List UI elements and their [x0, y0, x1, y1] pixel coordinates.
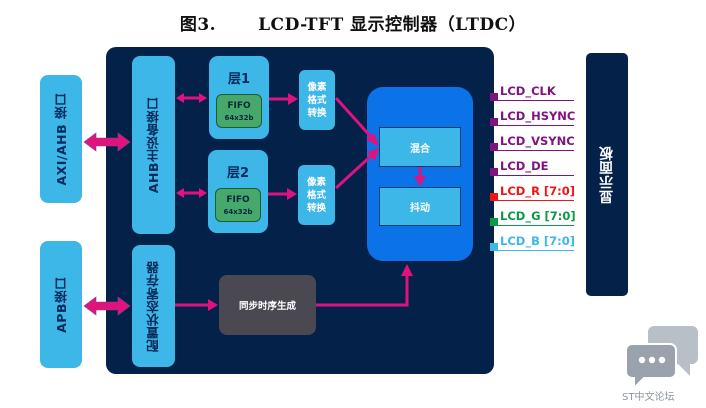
layer-2-block: 层2 FIFO 64x32b — [208, 150, 268, 233]
layer-1-fifo: FIFO 64x32b — [216, 94, 262, 128]
ahb-master-interface-block: AHB主设备接口 — [132, 56, 175, 234]
pfc-line: 像素 — [307, 81, 327, 93]
signal-label: LCD_CLK — [500, 84, 556, 98]
pixel-format-converter-2: 像素 格式 转换 — [298, 165, 335, 225]
apb-interface-block: APB接口 — [40, 241, 82, 368]
signal-label: LCD_VSYNC — [500, 134, 575, 148]
pfc-line: 转换 — [307, 107, 327, 119]
apb-bidirectional-arrow — [83, 296, 131, 316]
signal-line — [496, 200, 574, 201]
signal-lcd-hsync: LCD_HSYNC — [490, 109, 576, 126]
signal-line — [496, 150, 574, 151]
blending-label: 混合 — [410, 143, 430, 155]
figure-label: 图3. — [179, 15, 217, 35]
layer-1-block: 层1 FIFO 64x32b — [209, 56, 269, 139]
figure-title: 图3. LCD-TFT 显示控制器（LTDC） — [0, 10, 706, 35]
pfc-line: 像素 — [306, 176, 326, 188]
blending-block: 混合 — [379, 127, 461, 167]
pixel-format-converter-1: 像素 格式 转换 — [299, 70, 335, 130]
ahb-layer2-arrow — [176, 188, 207, 198]
signal-pin-marker — [490, 243, 498, 251]
config-status-registers-block: 配置状态寄存器 — [132, 245, 175, 367]
fifo-label: FIFO — [226, 194, 250, 205]
sync-to-blend-arrowhead — [401, 264, 413, 276]
dithering-label: 抖动 — [410, 203, 430, 214]
chat-bubbles-icon — [626, 326, 698, 391]
axi-ahb-interface-block: AXI/AHB 接口 — [40, 75, 82, 203]
signal-lcd-clk: LCD_CLK — [490, 84, 576, 101]
signal-pin-marker — [490, 93, 498, 101]
signal-lcd-de: LCD_DE — [490, 159, 576, 176]
figure-title-text: LCD-TFT 显示控制器（LTDC） — [258, 15, 527, 35]
signal-label: LCD_DE — [500, 159, 549, 173]
signal-pin-marker — [490, 143, 498, 151]
axi-ahb-bidirectional-arrow — [83, 132, 131, 152]
signal-pin-marker — [490, 118, 498, 126]
dithering-block: 抖动 — [379, 187, 461, 226]
layer2-to-pfc2-arrow — [268, 188, 297, 200]
signal-line — [496, 100, 574, 101]
signal-lcd-vsync: LCD_VSYNC — [490, 134, 576, 151]
signal-label: LCD_G [7:0] — [500, 209, 576, 223]
layer-1-label: 层1 — [227, 72, 251, 87]
display-panel-label: 显示面板 — [599, 145, 615, 204]
layer-2-fifo: FIFO 64x32b — [215, 188, 261, 222]
blend-to-dither-arrow — [414, 167, 426, 186]
pfc1-to-blend-arrow — [334, 96, 379, 146]
pfc2-to-blend-arrow — [334, 148, 379, 190]
signal-lcd-g: LCD_G [7:0] — [490, 209, 576, 226]
layer1-to-pfc1-arrow — [269, 93, 298, 105]
ahb-layer1-arrow — [176, 93, 207, 103]
sync-timing-label: 同步时序生成 — [238, 301, 296, 312]
signal-pin-marker — [490, 168, 498, 176]
signal-lcd-b: LCD_B [7:0] — [490, 234, 576, 251]
pfc-line: 格式 — [307, 94, 327, 106]
signal-line — [496, 250, 574, 251]
signal-label: LCD_R [7:0] — [500, 184, 576, 198]
watermark-text: ST中文论坛 — [622, 392, 675, 403]
config-to-sync-arrow — [175, 299, 218, 311]
signal-line — [496, 225, 574, 226]
signal-label: LCD_B [7:0] — [500, 234, 575, 248]
pfc-line: 格式 — [306, 189, 326, 201]
pfc-line: 转换 — [306, 202, 326, 214]
signal-pin-marker — [490, 193, 498, 201]
signal-pin-marker — [490, 218, 498, 226]
signal-line — [496, 125, 574, 126]
sync-timing-generator: 同步时序生成 — [219, 275, 316, 335]
layer-2-label: 层2 — [226, 166, 250, 181]
fifo-size: 64x32b — [223, 207, 253, 216]
sync-to-blend-arrow — [316, 274, 409, 307]
display-panel: 显示面板 — [586, 53, 628, 296]
signal-label: LCD_HSYNC — [500, 109, 576, 123]
fifo-label: FIFO — [227, 100, 251, 111]
signal-lcd-r: LCD_R [7:0] — [490, 184, 576, 201]
fifo-size: 64x32b — [224, 113, 254, 122]
signal-line — [496, 175, 574, 176]
